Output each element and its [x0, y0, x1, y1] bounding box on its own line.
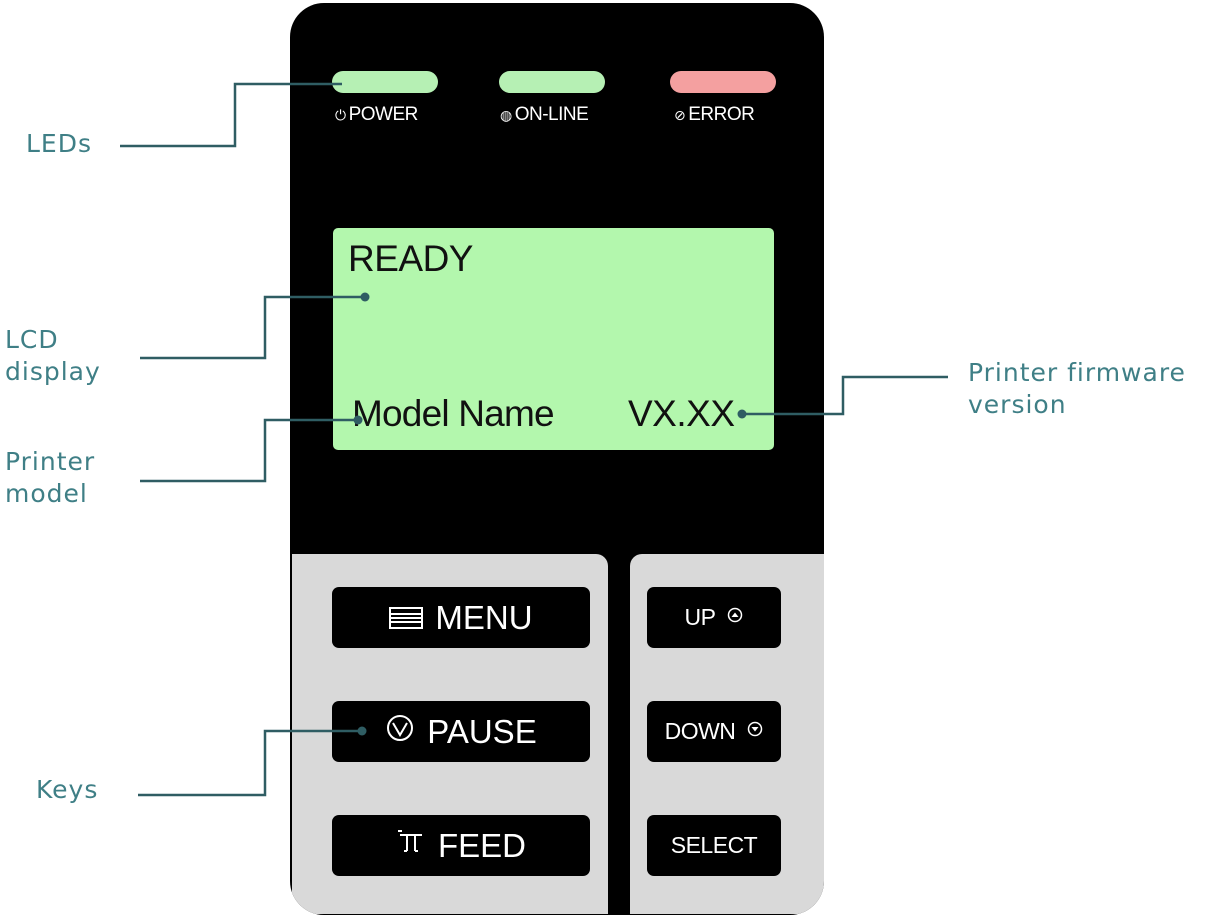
select-button[interactable]: SELECT — [647, 815, 781, 876]
callout-leds-text: LEDs — [26, 129, 92, 158]
pause-icon — [385, 713, 415, 750]
callout-lcd-line1: LCD — [5, 325, 59, 354]
menu-button-label: MENU — [435, 598, 533, 636]
error-led-text: ERROR — [688, 104, 755, 125]
callout-fw-line1: Printer firmware — [968, 358, 1186, 387]
callout-fw-line2: version — [968, 390, 1067, 419]
error-led-label: ⊘ ERROR — [674, 104, 755, 126]
error-led — [670, 71, 776, 93]
online-led-label: ◍ ON-LINE — [500, 104, 589, 126]
power-icon: ⏻ — [335, 107, 346, 123]
lcd-status-text: READY — [348, 238, 473, 279]
menu-button[interactable]: MENU — [332, 587, 590, 648]
power-led — [332, 71, 438, 93]
power-led-text: POWER — [348, 104, 419, 125]
callout-model-line1: Printer — [5, 447, 96, 476]
callout-keys: Keys — [36, 774, 98, 806]
error-icon: ⊘ — [674, 107, 686, 123]
callout-model-line2: model — [5, 479, 88, 508]
lcd-firmware-version: VX.XX — [628, 393, 735, 434]
lcd-model-name: Model Name — [352, 393, 555, 434]
up-button-label: UP — [684, 604, 716, 630]
up-button[interactable]: UP — [647, 587, 781, 648]
menu-icon — [389, 606, 424, 629]
feed-button[interactable]: FEED — [332, 815, 590, 876]
online-led-text: ON-LINE — [514, 104, 589, 125]
down-button-label: DOWN — [664, 718, 736, 744]
pause-button[interactable]: PAUSE — [332, 701, 590, 762]
callout-keys-text: Keys — [36, 775, 99, 804]
down-button[interactable]: DOWN — [647, 701, 781, 762]
callout-lcd-line2: display — [5, 357, 101, 386]
feed-icon — [396, 829, 426, 862]
printer-control-panel: ⏻ POWER ◍ ON-LINE ⊘ ERROR READY Model Na… — [290, 3, 824, 915]
pause-button-label: PAUSE — [427, 712, 537, 750]
power-led-label: ⏻ POWER — [335, 104, 418, 126]
down-arrow-icon — [747, 721, 763, 742]
select-button-label: SELECT — [670, 832, 758, 858]
callout-firmware-version: Printer firmware version — [968, 357, 1186, 421]
callout-lcd-display: LCD display — [5, 324, 101, 388]
up-arrow-icon — [727, 607, 743, 628]
online-led — [499, 71, 605, 93]
callout-leds: LEDs — [26, 128, 92, 160]
callout-printer-model: Printer model — [5, 446, 95, 510]
online-icon: ◍ — [500, 107, 512, 123]
lcd-display: READY Model Name VX.XX — [333, 228, 774, 450]
feed-button-label: FEED — [437, 826, 526, 864]
